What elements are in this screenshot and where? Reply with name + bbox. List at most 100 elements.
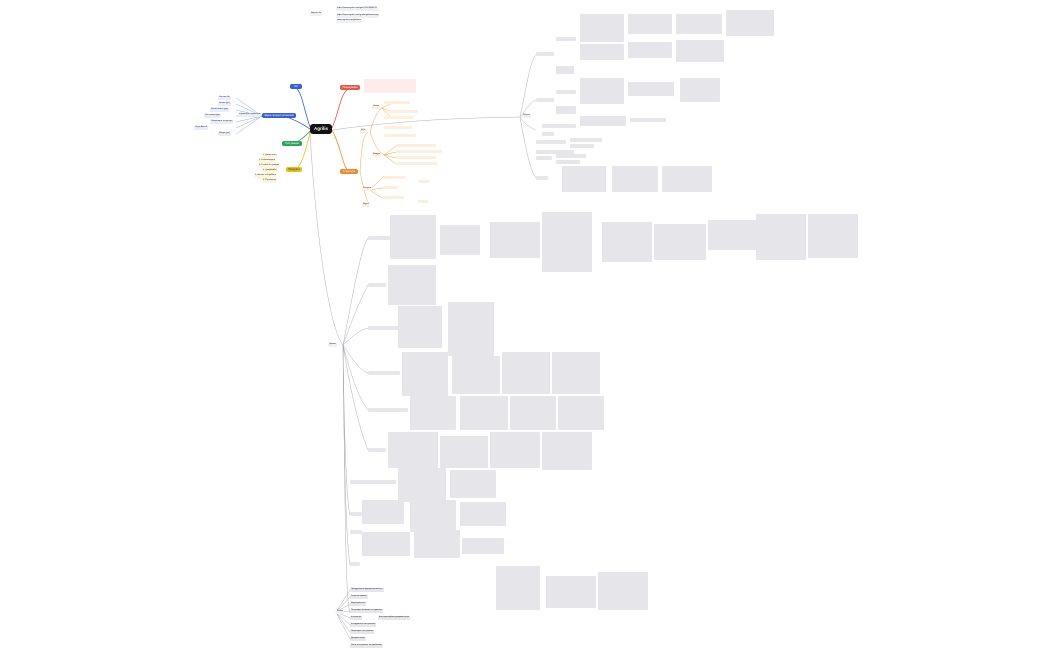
bottom-list-item[interactable]: Технічні вимоги	[350, 595, 368, 599]
project-text-block	[388, 432, 438, 468]
project-node[interactable]	[368, 236, 390, 240]
project-node[interactable]	[368, 326, 398, 330]
root-node[interactable]: Agrilis	[310, 124, 332, 134]
project-text-block	[460, 396, 508, 430]
branch-prerequisites[interactable]: Передумови	[340, 85, 360, 90]
review-node[interactable]	[536, 156, 552, 160]
bottom-list-item[interactable]: Експлуатаційна документація	[378, 616, 411, 620]
review-node[interactable]	[556, 37, 576, 41]
left-item-5[interactable]: Зберігання та доступ	[210, 120, 234, 124]
orange-detail	[396, 144, 436, 147]
project-label[interactable]: Проєкт	[328, 343, 338, 347]
branch-structure[interactable]: Структура	[340, 169, 358, 174]
review-text-block	[580, 44, 624, 60]
project-text-block	[440, 225, 480, 255]
review-node[interactable]	[556, 90, 576, 94]
branch-git[interactable]: Git	[290, 84, 302, 89]
review-text-block	[662, 166, 712, 192]
review-node[interactable]	[536, 52, 554, 56]
bottom-list-item[interactable]: Перевірка безпеки тестування	[350, 609, 383, 613]
review-node[interactable]	[570, 138, 602, 142]
left-item-6[interactable]: Git pull/push	[194, 126, 209, 130]
git-link-3[interactable]: www.agrilis.com/git/main	[336, 19, 362, 23]
yellow-item-2[interactable]: 2. Рекомендації	[258, 159, 276, 163]
project-text-block	[552, 352, 600, 394]
review-text-block	[580, 78, 624, 104]
project-text-block	[496, 566, 540, 610]
yellow-item-4[interactable]: 4. Документи	[262, 169, 278, 173]
review-node[interactable]	[570, 144, 594, 148]
orange-detail	[382, 186, 398, 189]
project-text-block	[542, 432, 592, 470]
git-link-2[interactable]: https://www.agrilis.com/guide/git/branch…	[336, 14, 380, 18]
project-text-block	[542, 212, 592, 272]
project-node[interactable]	[368, 448, 386, 452]
bottom-list-item[interactable]: Звіти тестування та проблеми	[350, 644, 383, 648]
bottom-list-item[interactable]: Продуктивна функціональність	[350, 588, 384, 592]
project-text-block	[462, 538, 504, 554]
review-node[interactable]	[536, 150, 574, 154]
prerequisite-note	[364, 79, 416, 93]
project-text-block	[490, 222, 540, 258]
project-text-block	[390, 215, 436, 259]
branch-product[interactable]: Здача продукту/помилки	[262, 113, 296, 118]
connector-top-left	[295, 87, 311, 128]
review-text-block	[562, 166, 606, 192]
yellow-item-6[interactable]: 6. Публікація	[262, 179, 278, 183]
review-node[interactable]	[556, 106, 576, 114]
orange-resources[interactable]: Ресурси	[362, 187, 373, 191]
project-text-block	[756, 214, 806, 260]
bottom-list-item[interactable]: Відображення	[350, 602, 367, 606]
review-node[interactable]	[536, 98, 554, 102]
orange-sql[interactable]: SQL	[360, 129, 367, 133]
project-node[interactable]	[368, 283, 386, 287]
left-item-2[interactable]: Status (git)	[218, 102, 231, 106]
review-node[interactable]	[536, 140, 566, 144]
left-group-label: Управління проєктом	[238, 113, 262, 117]
bottom-list-item[interactable]: Документація	[350, 637, 366, 641]
review-text-block	[628, 14, 672, 34]
left-item-7[interactable]: Merge (git)	[218, 132, 231, 136]
project-node[interactable]	[350, 512, 362, 516]
review-node[interactable]	[556, 160, 580, 164]
orange-name[interactable]: Назва	[372, 105, 381, 109]
orange-detail	[396, 162, 438, 165]
orange-detail	[384, 126, 412, 129]
review-text-block	[676, 40, 724, 62]
orange-detail	[418, 200, 428, 203]
review-node[interactable]	[542, 124, 576, 128]
branch-products[interactable]: Продукти	[286, 167, 302, 172]
review-node[interactable]	[556, 154, 586, 158]
bottom-list-item[interactable]: Перевірка тестування	[350, 630, 375, 634]
yellow-item-1[interactable]: 1. Демо план	[262, 154, 278, 158]
project-node[interactable]	[350, 562, 360, 566]
project-node[interactable]	[350, 530, 362, 534]
review-label[interactable]: Ревізія	[522, 114, 531, 118]
orange-detail	[384, 110, 418, 113]
project-node[interactable]	[368, 371, 400, 375]
yellow-item-5[interactable]: 5. Аналіз тестування	[254, 174, 278, 178]
orange-video[interactable]: Відео	[362, 203, 370, 207]
bottom-list-item[interactable]: Інтеграція	[350, 616, 363, 620]
review-node[interactable]	[556, 66, 574, 74]
review-node[interactable]	[542, 132, 554, 136]
branch-testing[interactable]: Тестування	[282, 141, 302, 146]
project-text-block	[598, 572, 648, 610]
project-node[interactable]	[368, 408, 408, 412]
left-item-1[interactable]: Version Git	[218, 96, 231, 100]
left-item-3[interactable]: Work branch (git)	[210, 108, 229, 112]
project-text-block	[410, 396, 456, 430]
orange-detail	[396, 150, 442, 153]
left-item-4[interactable]: Git commit (git)	[204, 114, 221, 118]
git-link-1[interactable]: https://www.agrilis.com/git/CONTRIBUTE	[336, 7, 378, 11]
review-node[interactable]	[536, 176, 548, 180]
review-text-block	[580, 14, 624, 42]
yellow-item-3[interactable]: 3. Плани та графіки	[258, 164, 281, 168]
project-text-block	[654, 224, 706, 260]
project-text-block	[410, 500, 456, 532]
orange-detail	[382, 196, 404, 199]
orange-modules[interactable]: Модулі	[372, 153, 382, 157]
project-node[interactable]	[350, 480, 396, 484]
list-label[interactable]: Назва	[336, 610, 345, 614]
bottom-list-item[interactable]: Інструменти тестування	[350, 623, 377, 627]
